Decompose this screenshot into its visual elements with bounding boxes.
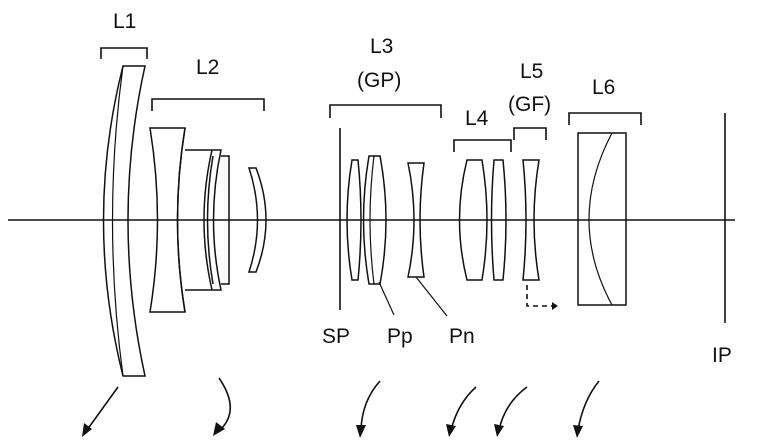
- bracket-l1: [100, 47, 148, 59]
- label-l2: L2: [196, 56, 219, 79]
- lens-l3: [346, 155, 425, 285]
- move-arrow-l3: [356, 380, 381, 438]
- label-l1: L1: [113, 10, 136, 33]
- label-l5: L5: [520, 60, 543, 83]
- label-pn: Pn: [449, 325, 475, 348]
- lens-l5: [522, 159, 540, 281]
- bracket-l5: [513, 127, 547, 140]
- label-l5-gf: (GF): [508, 93, 551, 116]
- lens-l4: [458, 159, 507, 281]
- label-ip: IP: [712, 344, 732, 367]
- move-arrow-l5: [494, 386, 528, 437]
- bracket-l3: [329, 104, 442, 118]
- focus-move-arrow: [526, 285, 558, 310]
- leader-pp: [378, 281, 395, 316]
- move-arrow-l1: [82, 386, 119, 437]
- label-l4: L4: [465, 107, 489, 130]
- leader-pn: [415, 276, 448, 317]
- label-l6: L6: [592, 76, 615, 99]
- bracket-l6: [568, 112, 642, 125]
- bracket-l4: [453, 139, 512, 152]
- lens-l1: [102, 65, 146, 377]
- move-arrow-l4: [446, 386, 477, 437]
- bracket-l2: [151, 98, 265, 111]
- move-arrow-l6: [573, 380, 600, 438]
- label-l3-gp: (GP): [357, 69, 401, 92]
- move-arrow-l2: [213, 377, 232, 436]
- label-pp: Pp: [387, 325, 413, 348]
- label-l3: L3: [370, 35, 393, 58]
- label-sp: SP: [322, 325, 350, 348]
- lens-l6: [577, 132, 627, 306]
- lens-l2: [149, 127, 267, 313]
